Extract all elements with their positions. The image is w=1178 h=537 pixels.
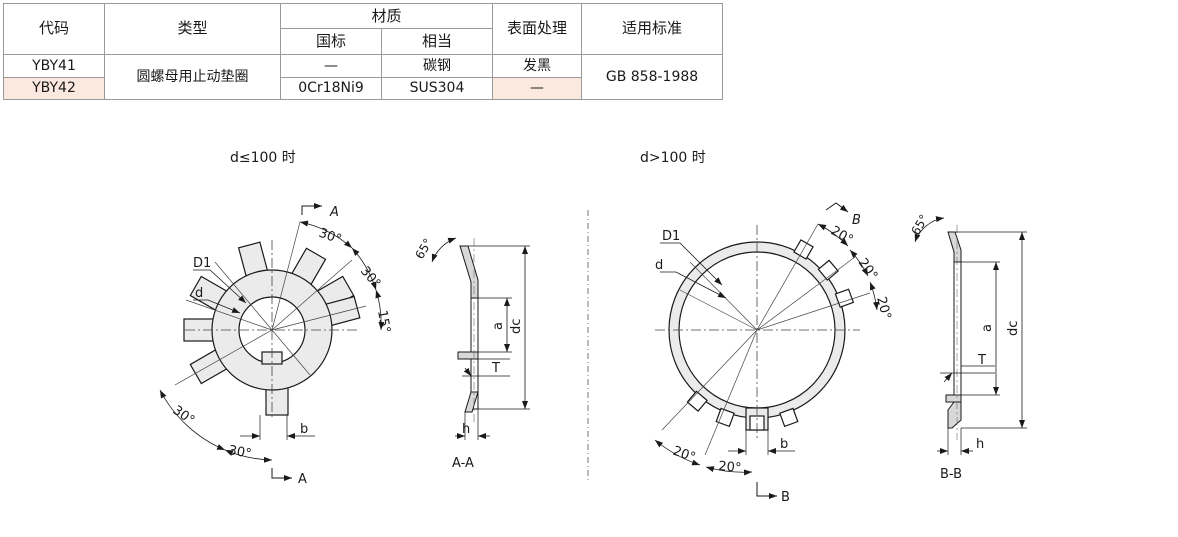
row2-code: YBY42 <box>3 76 105 101</box>
left-dim-h: h <box>462 422 470 437</box>
left-washer-front: D1 d 30° 30° 15° 30° 30° b A A <box>159 203 393 487</box>
right-label-d1: D1 <box>662 229 680 244</box>
left-dim-dc: dc <box>509 319 524 334</box>
header-standard: 适用标准 <box>581 3 724 55</box>
right-section-mark-bottom: B <box>781 490 790 505</box>
right-dim-t: T <box>977 353 986 368</box>
left-section-mark-bottom: A <box>298 472 307 487</box>
right-washer-front: D1 d 20° 20° 20° 20° 20° b B B <box>654 202 894 505</box>
left-dim-b: b <box>300 422 308 437</box>
right-dim-dc: dc <box>1006 321 1021 336</box>
type-cell: 圆螺母用止动垫圈 <box>104 53 281 100</box>
left-angle-5: 30° <box>227 443 252 462</box>
right-angle-3: 20° <box>873 295 893 321</box>
left-title: d≤100 时 <box>230 150 296 166</box>
right-angle-2: 20° <box>855 256 881 283</box>
left-label-d: d <box>195 286 203 301</box>
header-material: 材质 <box>279 2 494 30</box>
header-material-gb: 国标 <box>280 28 382 55</box>
standard-cell: GB 858-1988 <box>581 53 724 100</box>
row2-gb: 0Cr18Ni9 <box>280 76 382 101</box>
left-dim-t: T <box>491 361 500 376</box>
right-dim-bend: 65° <box>908 212 931 237</box>
right-section-view: 65° a dc T h B-B <box>908 212 1027 482</box>
right-dim-h: h <box>976 437 984 452</box>
row2-equiv: SUS304 <box>380 76 494 101</box>
row2-surface: — <box>492 76 583 101</box>
left-angle-1: 30° <box>317 226 344 248</box>
row1-gb: — <box>280 53 382 78</box>
left-label-d1: D1 <box>193 256 211 271</box>
left-angle-3: 15° <box>374 309 393 334</box>
left-dim-a: a <box>491 322 506 330</box>
right-label-d: d <box>655 258 663 273</box>
right-dim-a: a <box>980 324 995 332</box>
left-section-label: A-A <box>452 456 474 471</box>
left-dim-bend: 65° <box>412 236 435 261</box>
right-dim-b: b <box>780 437 788 452</box>
right-section-label: B-B <box>940 467 962 482</box>
right-angle-5: 20° <box>718 459 742 476</box>
header-code: 代码 <box>3 3 105 55</box>
left-section-view: 65° a dc T h A-A <box>412 236 530 471</box>
right-angle-4: 20° <box>671 444 698 466</box>
left-angle-4: 30° <box>170 403 197 429</box>
left-angle-2: 30° <box>357 264 383 291</box>
right-section-mark-top: B <box>852 213 861 228</box>
header-material-equiv: 相当 <box>380 28 494 55</box>
spec-table: 代码 类型 材质 表面处理 适用标准 国标 相当 YBY41 圆螺母用止动垫圈 … <box>3 2 724 101</box>
left-section-mark-top: A <box>329 205 339 220</box>
right-title: d>100 时 <box>640 150 706 166</box>
